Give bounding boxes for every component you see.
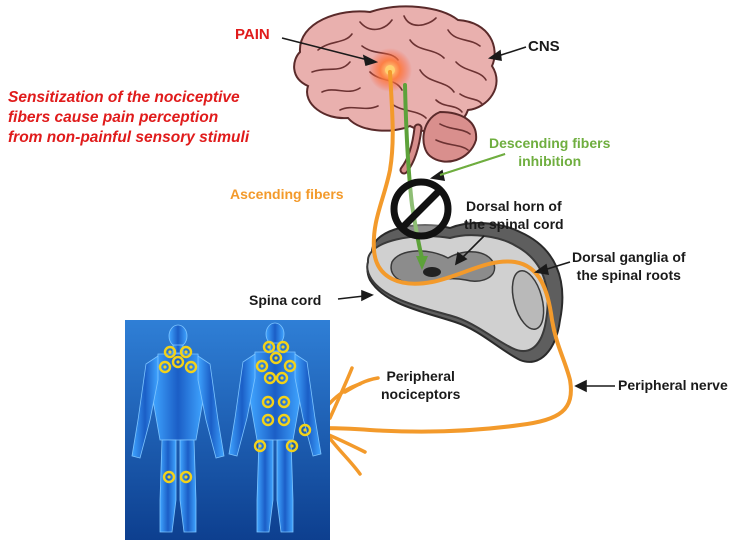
- spinal-cord-cross-section: [366, 222, 564, 363]
- dorsal-horn-line-2: the spinal cord: [464, 215, 564, 232]
- dorsal-ganglia-line-2: the spinal roots: [576, 266, 681, 283]
- peripheral-nociceptors-line-1: Peripheral: [386, 368, 455, 384]
- dorsal-horn-label: Dorsal horn of the spinal cord: [464, 198, 564, 233]
- sensitization-line-3: from non-painful sensory stimuli: [8, 129, 250, 147]
- peripheral-nociceptors-label: Peripheral nociceptors: [381, 368, 460, 403]
- dorsal-ganglia-line-1: Dorsal ganglia of: [572, 249, 686, 265]
- dorsal-horn-line-1: Dorsal horn of: [465, 198, 562, 214]
- peripheral-nociceptors-line-2: nociceptors: [381, 385, 461, 402]
- pain-point-markers: [158, 340, 312, 484]
- pain-focus-dot: [385, 65, 395, 75]
- dorsal-ganglia-label: Dorsal ganglia of the spinal roots: [572, 249, 686, 284]
- pain-label: PAIN: [235, 26, 270, 43]
- ascending-fibers-label: Ascending fibers: [230, 186, 344, 202]
- descending-label-arrow: [439, 153, 506, 176]
- sensitization-line-1: Sensitization of the nociceptive: [8, 89, 240, 106]
- sensitization-note: Sensitization of the nociceptive fibers …: [8, 88, 249, 148]
- descending-arrowhead: [416, 256, 428, 270]
- descending-fiber-path: [403, 83, 424, 260]
- peripheral-nerve-label: Peripheral nerve: [618, 377, 728, 393]
- cns-label: CNS: [528, 38, 560, 55]
- spina-cord-label: Spina cord: [249, 292, 322, 308]
- descending-fibers-label: Descending fibers inhibition: [489, 135, 610, 170]
- descending-line-2: inhibition: [518, 152, 582, 169]
- human-body-figures: [125, 320, 330, 540]
- descending-line-1: Descending fibers: [489, 135, 611, 151]
- sensitization-line-2: fibers cause pain perception: [8, 109, 219, 127]
- ascending-fiber-path: [310, 70, 573, 434]
- prohibition-icon: [390, 178, 452, 240]
